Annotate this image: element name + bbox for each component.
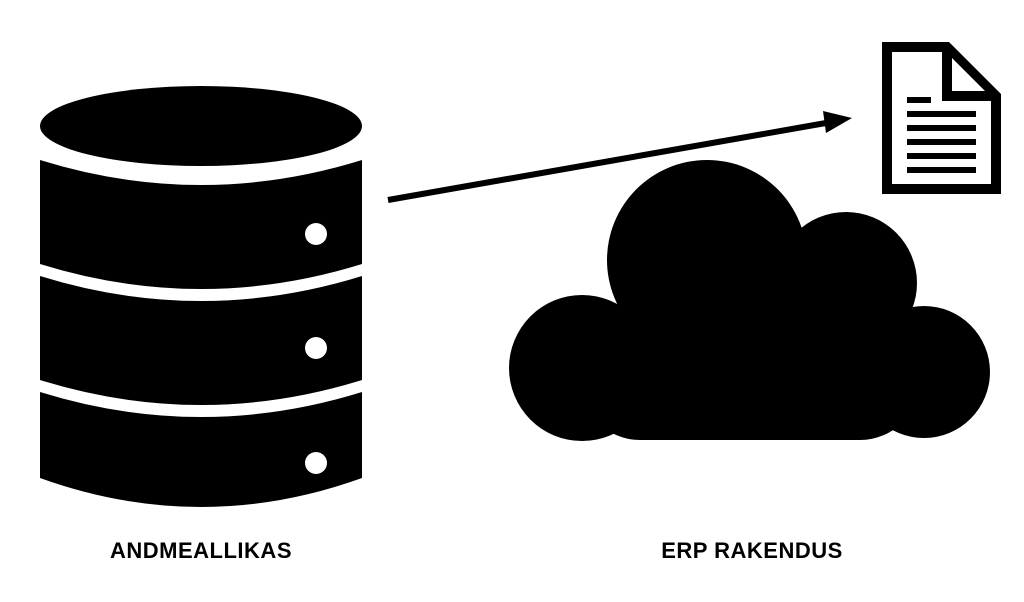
cloud-lobe-left [509, 295, 655, 441]
document-line-6 [907, 167, 976, 173]
document-fold [952, 58, 985, 91]
source-label: ANDMEALLIKAS [110, 538, 292, 563]
document-inner [892, 52, 991, 184]
database-led-2 [305, 337, 327, 359]
database-segment-3 [40, 392, 362, 507]
document-line-5 [907, 153, 976, 159]
document-line-4 [907, 139, 976, 145]
database-led-1 [305, 223, 327, 245]
document-line-2 [907, 111, 976, 117]
database-icon [40, 86, 362, 507]
arrow-connector [387, 111, 852, 203]
cloud-lobe-mid [775, 212, 917, 354]
arrow-head [823, 111, 852, 133]
cloud-lobe-right [858, 306, 990, 438]
cloud-icon [509, 160, 990, 441]
target-label: ERP RAKENDUS [661, 538, 843, 563]
database-segment-2 [40, 276, 362, 405]
cloud-lobe-top [607, 160, 807, 360]
database-led-3 [305, 452, 327, 474]
arrow-shaft [387, 120, 827, 203]
document-line-1 [907, 97, 931, 103]
document-icon [882, 42, 1001, 194]
database-segment-1 [40, 160, 362, 289]
document-line-3 [907, 125, 976, 131]
database-top [40, 86, 362, 166]
